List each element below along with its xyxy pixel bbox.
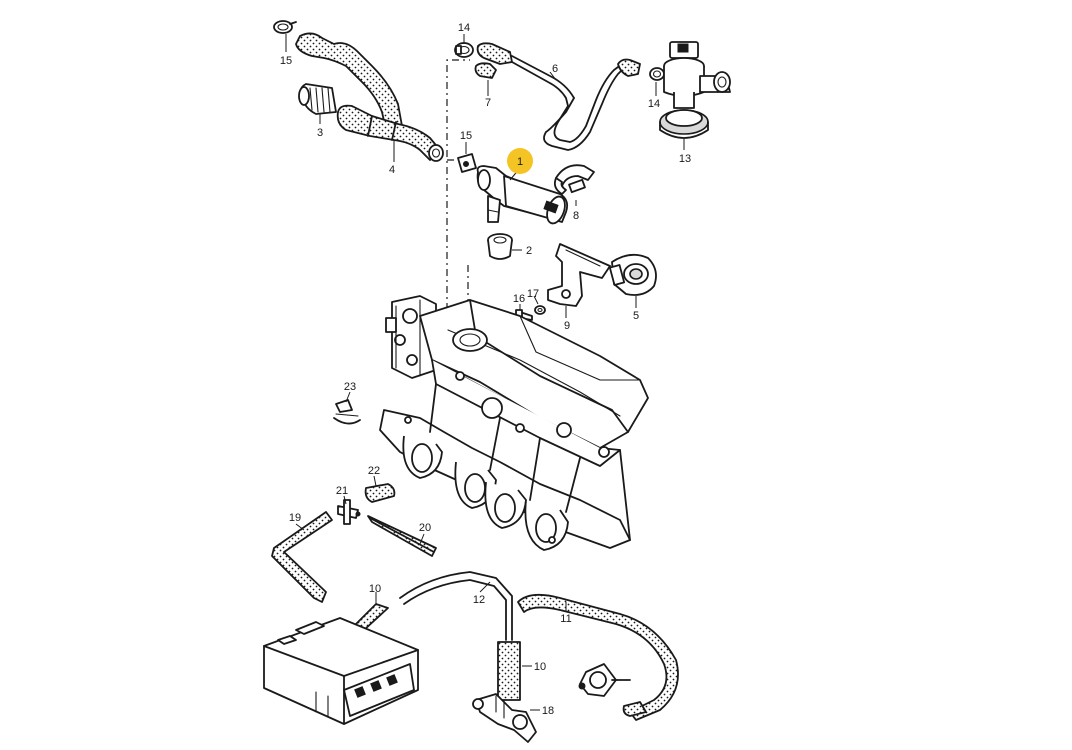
callout-16[interactable]: 16 <box>513 293 525 305</box>
callout-4[interactable]: 4 <box>389 164 395 176</box>
callout-19[interactable]: 19 <box>289 512 301 524</box>
hose-10-center <box>497 641 521 701</box>
grommet-2 <box>487 233 513 260</box>
reference-lines <box>446 59 470 320</box>
callout-15-center[interactable]: 15 <box>460 130 472 142</box>
callout-13[interactable]: 13 <box>679 153 691 165</box>
washer-17 <box>534 305 546 315</box>
callout-2[interactable]: 2 <box>526 245 532 257</box>
hose-11 <box>517 593 679 721</box>
callout-14-right[interactable]: 14 <box>648 98 660 110</box>
hose-20 <box>367 515 437 557</box>
clamp-5 <box>608 253 657 296</box>
callout-6[interactable]: 6 <box>552 63 558 75</box>
control-unit <box>263 617 419 725</box>
callout-23[interactable]: 23 <box>344 381 356 393</box>
clamp-8 <box>553 164 595 195</box>
t-piece-21 <box>337 499 361 525</box>
callout-15-left[interactable]: 15 <box>280 55 292 67</box>
leader-lines <box>285 34 685 711</box>
callout-3[interactable]: 3 <box>317 127 323 139</box>
pressure-regulator <box>578 663 631 697</box>
callout-7[interactable]: 7 <box>485 97 491 109</box>
callout-11[interactable]: 11 <box>560 613 571 625</box>
callout-21[interactable]: 21 <box>336 485 348 497</box>
bellows-fitting-3 <box>298 83 337 115</box>
clip-23 <box>333 399 361 425</box>
callout-18[interactable]: 18 <box>542 705 554 717</box>
callout-17[interactable]: 17 <box>527 288 539 300</box>
callout-1-highlight <box>507 148 533 174</box>
hose-22 <box>364 483 396 503</box>
callout-1[interactable]: 1 <box>517 156 523 168</box>
valve-13 <box>659 41 731 139</box>
callout-12[interactable]: 12 <box>473 594 485 606</box>
callout-10-center[interactable]: 10 <box>534 661 546 673</box>
callout-22[interactable]: 22 <box>368 465 380 477</box>
callout-20[interactable]: 20 <box>419 522 431 534</box>
callout-labels: 1 2 3 4 5 6 7 8 9 10 10 11 12 13 14 14 1… <box>280 22 691 717</box>
callout-9[interactable]: 9 <box>564 320 570 332</box>
valve-1 <box>457 153 569 225</box>
hose-12 <box>399 571 513 641</box>
intake-manifold <box>379 295 649 551</box>
callout-10-left[interactable]: 10 <box>369 583 381 595</box>
callout-5[interactable]: 5 <box>633 310 639 322</box>
bracket-9 <box>547 243 611 307</box>
callout-14-top[interactable]: 14 <box>458 22 470 34</box>
hose-19 <box>271 511 333 603</box>
coolant-hose-assembly <box>273 20 444 162</box>
connector-18 <box>472 693 537 743</box>
callout-8[interactable]: 8 <box>573 210 579 222</box>
